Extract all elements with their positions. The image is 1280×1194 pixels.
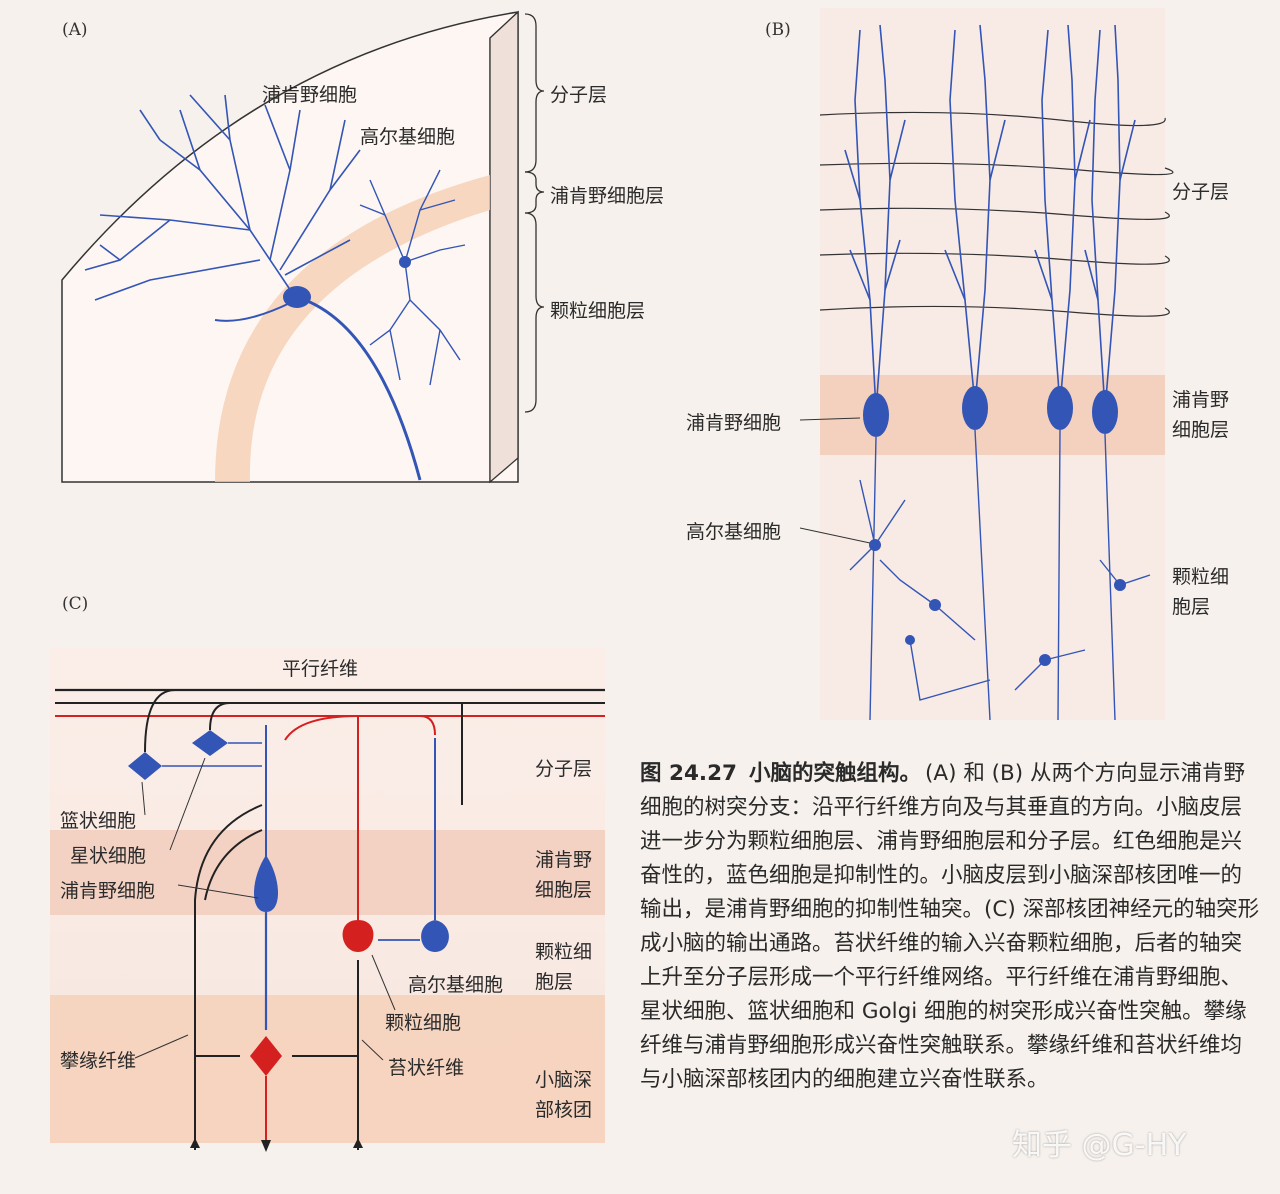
panel-a-purkinje-layer-label: 浦肯野细胞层 xyxy=(550,185,665,207)
panel-b-purkinje-label: 浦肯野细胞 xyxy=(686,412,782,434)
deep-nucleus-neuron-c xyxy=(250,1036,282,1076)
panel-c-golgi-label: 高尔基细胞 xyxy=(408,974,504,996)
watermark: 知乎 @G-HY xyxy=(1012,1128,1187,1163)
brace-molecular-a xyxy=(524,13,545,173)
panel-b-molecular-label: 分子层 xyxy=(1172,181,1230,203)
panel-a-purkinje-label: 浦肯野细胞 xyxy=(262,84,358,106)
panel-a-letter: (A) xyxy=(62,20,88,40)
golgi-granule-somata-b xyxy=(869,539,1126,666)
granule-cell-c xyxy=(342,920,374,952)
brace-purkinje-a xyxy=(524,171,545,214)
panel-b-letter: (B) xyxy=(765,20,791,40)
golgi-cell-a xyxy=(359,169,466,386)
basket-cell-c xyxy=(128,752,162,780)
purkinje-cell-c xyxy=(254,725,278,1030)
panel-c-molecular-label: 分子层 xyxy=(535,758,593,780)
panel-b-drawing xyxy=(799,8,1174,721)
figure-caption-body: (A) 和 (B) 从两个方向显示浦肯野细胞的树突分支：沿平行纤维方向及与其垂直… xyxy=(640,761,1260,1092)
brace-granule-a xyxy=(524,212,545,413)
purkinje-dendrites-a xyxy=(84,94,361,301)
figure-number: 图 24.27 xyxy=(640,761,737,786)
panel-c-parallel-fiber-label: 平行纤维 xyxy=(282,658,359,680)
axons-b xyxy=(849,429,1151,721)
panel-c-granule-label: 颗粒细胞 xyxy=(385,1012,462,1034)
panel-c-drawing xyxy=(50,648,605,1152)
panel-a-drawing xyxy=(61,10,545,484)
purkinje-dendrites-b xyxy=(844,24,1136,411)
panel-c-climbing-fiber-label: 攀缘纤维 xyxy=(60,1050,137,1072)
panel-c-deep-nuclei-label: 小脑深部核团 xyxy=(535,1069,593,1121)
panel-c-letter: (C) xyxy=(62,594,89,614)
panel-a-granule-layer-label: 颗粒细胞层 xyxy=(550,300,646,322)
panel-a-golgi-label: 高尔基细胞 xyxy=(360,126,456,148)
stellate-cell-c xyxy=(192,730,228,756)
panel-a-molecular-label: 分子层 xyxy=(550,84,608,106)
panel-c-purkinje-layer-label: 浦肯野细胞层 xyxy=(535,849,593,901)
panel-c-granule-layer-label: 颗粒细胞层 xyxy=(535,941,593,993)
figure-title: 小脑的突触组构。 xyxy=(749,761,922,786)
figure-caption: 图 24.27 小脑的突触组构。(A) 和 (B) 从两个方向显示浦肯野细胞的树突… xyxy=(640,757,1262,1097)
panel-c-mossy-fiber-label: 苔状纤维 xyxy=(388,1057,465,1079)
purkinje-somata-b xyxy=(863,386,1118,437)
panel-b-golgi-label: 高尔基细胞 xyxy=(686,521,782,543)
panel-c-basket-label: 篮状细胞 xyxy=(60,810,137,832)
panel-b-purkinje-layer-label: 浦肯野细胞层 xyxy=(1172,389,1230,441)
panel-c-stellate-label: 星状细胞 xyxy=(70,845,147,867)
panel-b-granule-layer-label: 颗粒细胞层 xyxy=(1172,566,1230,618)
golgi-cell-c xyxy=(421,920,449,952)
panel-c-purkinje-label: 浦肯野细胞 xyxy=(60,880,156,902)
